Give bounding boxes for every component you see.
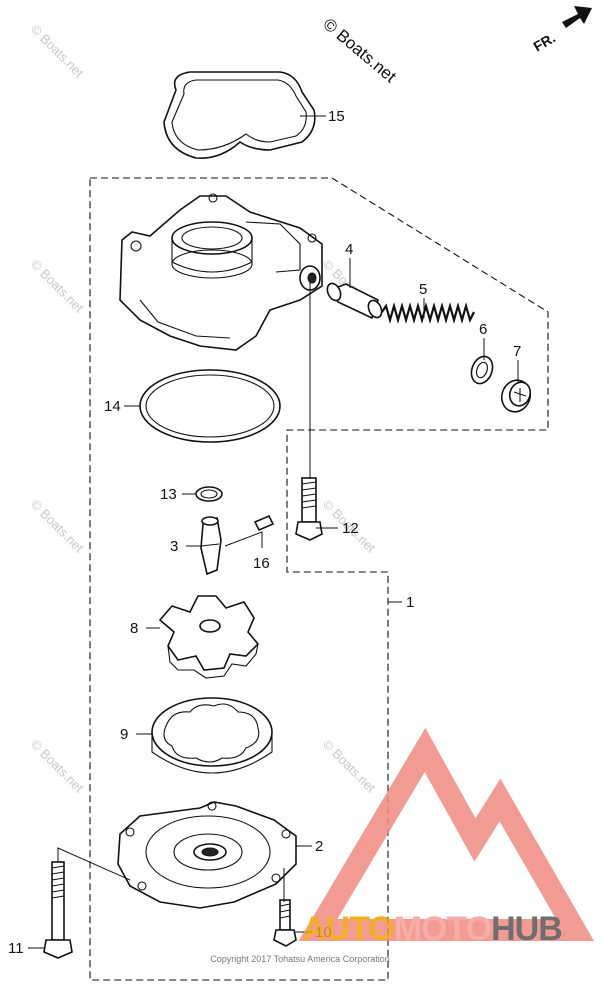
callout-2: 2 <box>315 838 323 855</box>
copyright-mark: © Boats.net <box>319 15 400 87</box>
part-8-inner-rotor <box>158 595 260 679</box>
part-9-outer-rotor <box>151 697 273 774</box>
part-14-o-ring <box>139 369 281 443</box>
automotohub-logo: AUTOMOTOHUB <box>298 727 595 948</box>
watermark: © Boats.net <box>28 22 87 81</box>
logo-triangle-icon <box>298 727 595 941</box>
callout-14: 14 <box>104 398 121 415</box>
logo-text-hub: HUB <box>491 910 562 948</box>
part-16-pin <box>253 514 275 532</box>
callout-16: 16 <box>253 555 270 572</box>
assembly-outline <box>89 177 549 981</box>
logo-text-moto: MOTO <box>394 910 492 948</box>
watermark: © Boats.net <box>28 737 87 796</box>
direction-label: FR. <box>531 29 559 54</box>
part-11-bolt <box>43 861 73 959</box>
part-5-spring <box>381 301 475 325</box>
part-6-washer <box>470 355 494 385</box>
callout-12: 12 <box>342 520 359 537</box>
callout-1: 1 <box>406 594 414 611</box>
logo-text-auto: AUTO <box>302 910 394 948</box>
callout-13: 13 <box>160 486 177 503</box>
watermark: © Boats.net <box>320 737 379 796</box>
svg-text:AUTOMOTOHUB: AUTOMOTOHUB <box>302 910 562 948</box>
front-direction-indicator: FR. <box>531 6 592 55</box>
leader-lines <box>28 115 519 949</box>
part-3-shaft <box>200 516 222 576</box>
callout-11: 11 <box>8 940 24 957</box>
part-15-gasket <box>163 71 316 159</box>
pump-body <box>119 193 323 351</box>
callout-5: 5 <box>419 281 427 298</box>
callout-9: 9 <box>120 726 128 743</box>
footer-copyright: Copyright 2017 Tohatsu America Corporati… <box>210 954 389 964</box>
part-12-bolt <box>295 477 323 541</box>
part-4-plunger <box>326 282 383 320</box>
watermark: © Boats.net <box>28 257 87 316</box>
front-arrow-icon <box>562 6 592 28</box>
part-10-bolt <box>273 899 297 947</box>
callout-6: 6 <box>479 321 487 338</box>
part-2-cover <box>117 801 297 909</box>
part-13-o-ring <box>195 486 223 502</box>
callout-7: 7 <box>513 343 521 360</box>
callout-4: 4 <box>345 241 353 258</box>
callout-3: 3 <box>170 538 178 555</box>
watermark: © Boats.net <box>28 497 87 556</box>
callout-8: 8 <box>130 620 138 637</box>
callout-15: 15 <box>328 108 345 125</box>
part-7-plug <box>500 379 532 413</box>
